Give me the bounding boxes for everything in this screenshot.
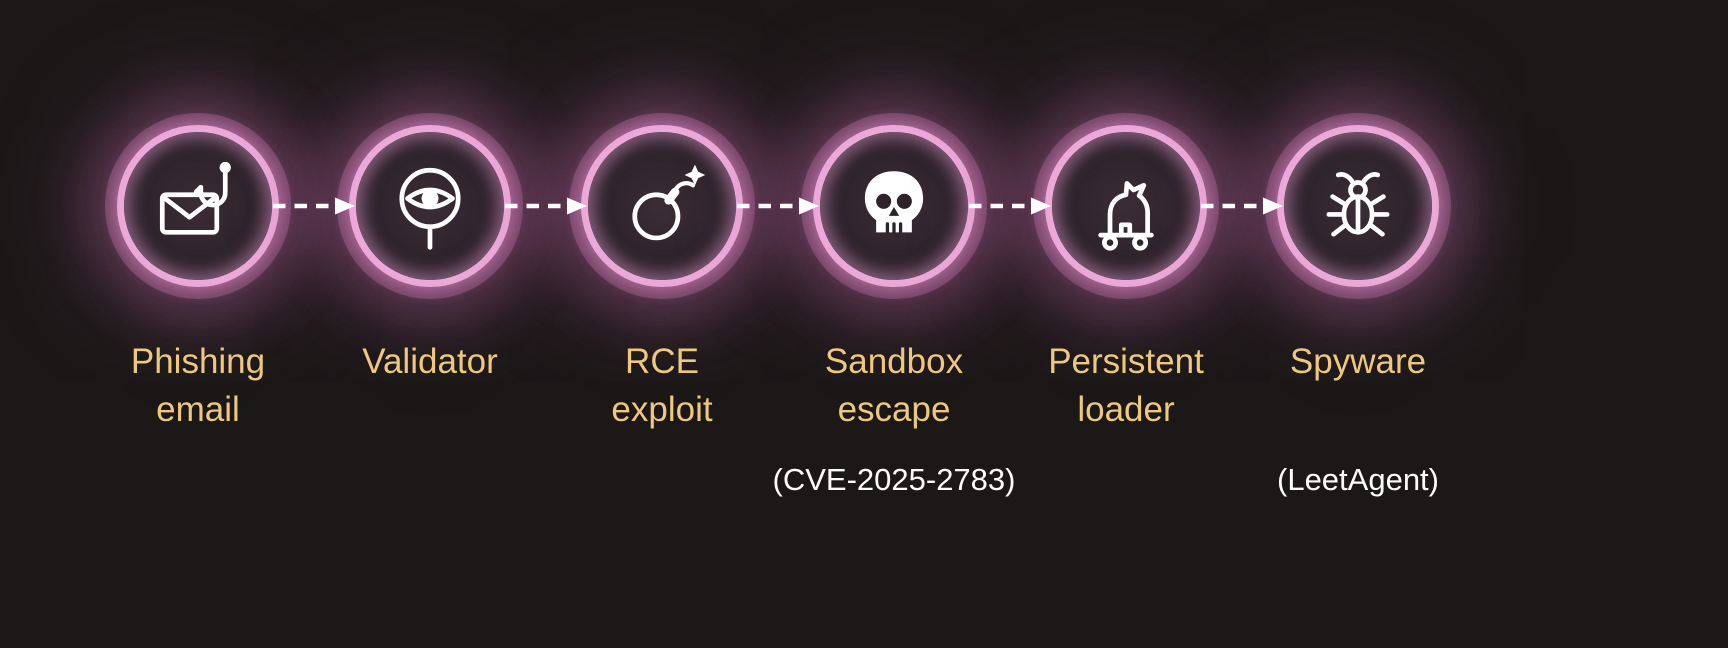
envelope-fishhook-icon: [159, 161, 231, 235]
flow-node-spyware: Spyware (LeetAgent): [1262, 132, 1454, 497]
flow-node-rce-exploit: RCE exploit: [566, 132, 758, 435]
flow-arrow: [273, 197, 355, 215]
flow-row: Phishing email Validator: [102, 132, 1454, 497]
node-circle: [1052, 132, 1200, 280]
eye-icon: [399, 167, 461, 250]
trojan-horse-icon: [1098, 181, 1154, 251]
node-sublabel-cve: (CVE-2025-2783): [772, 462, 1016, 497]
node-label: Phishing email: [130, 342, 266, 430]
flow-arrow: [1201, 197, 1283, 215]
node-label: Validator: [362, 342, 498, 381]
flow-arrow: [969, 197, 1051, 215]
node-circle: [820, 132, 968, 280]
node-sublabel-leetagent: (LeetAgent): [1277, 462, 1439, 497]
bomb-icon: [632, 164, 706, 241]
flow-node-phishing-email: Phishing email: [102, 132, 294, 435]
node-label: Spyware: [1289, 342, 1427, 381]
node-circle: [124, 132, 272, 280]
node-circle: [356, 132, 504, 280]
flow-node-persistent-loader: Persistent loader: [1030, 132, 1222, 435]
bug-icon: [1326, 172, 1390, 237]
node-label: RCE exploit: [611, 342, 713, 430]
node-circle: [1284, 132, 1432, 280]
node-circle: [588, 132, 736, 280]
node-label: Persistent loader: [1048, 342, 1204, 430]
flow-node-sandbox-escape: Sandbox escape (CVE-2025-2783): [773, 132, 1015, 497]
flow-node-validator: Validator: [334, 132, 526, 386]
flow-arrow: [737, 197, 819, 215]
node-label: Sandbox escape: [824, 342, 964, 430]
flow-arrow: [505, 197, 587, 215]
skull-icon: [864, 171, 924, 234]
